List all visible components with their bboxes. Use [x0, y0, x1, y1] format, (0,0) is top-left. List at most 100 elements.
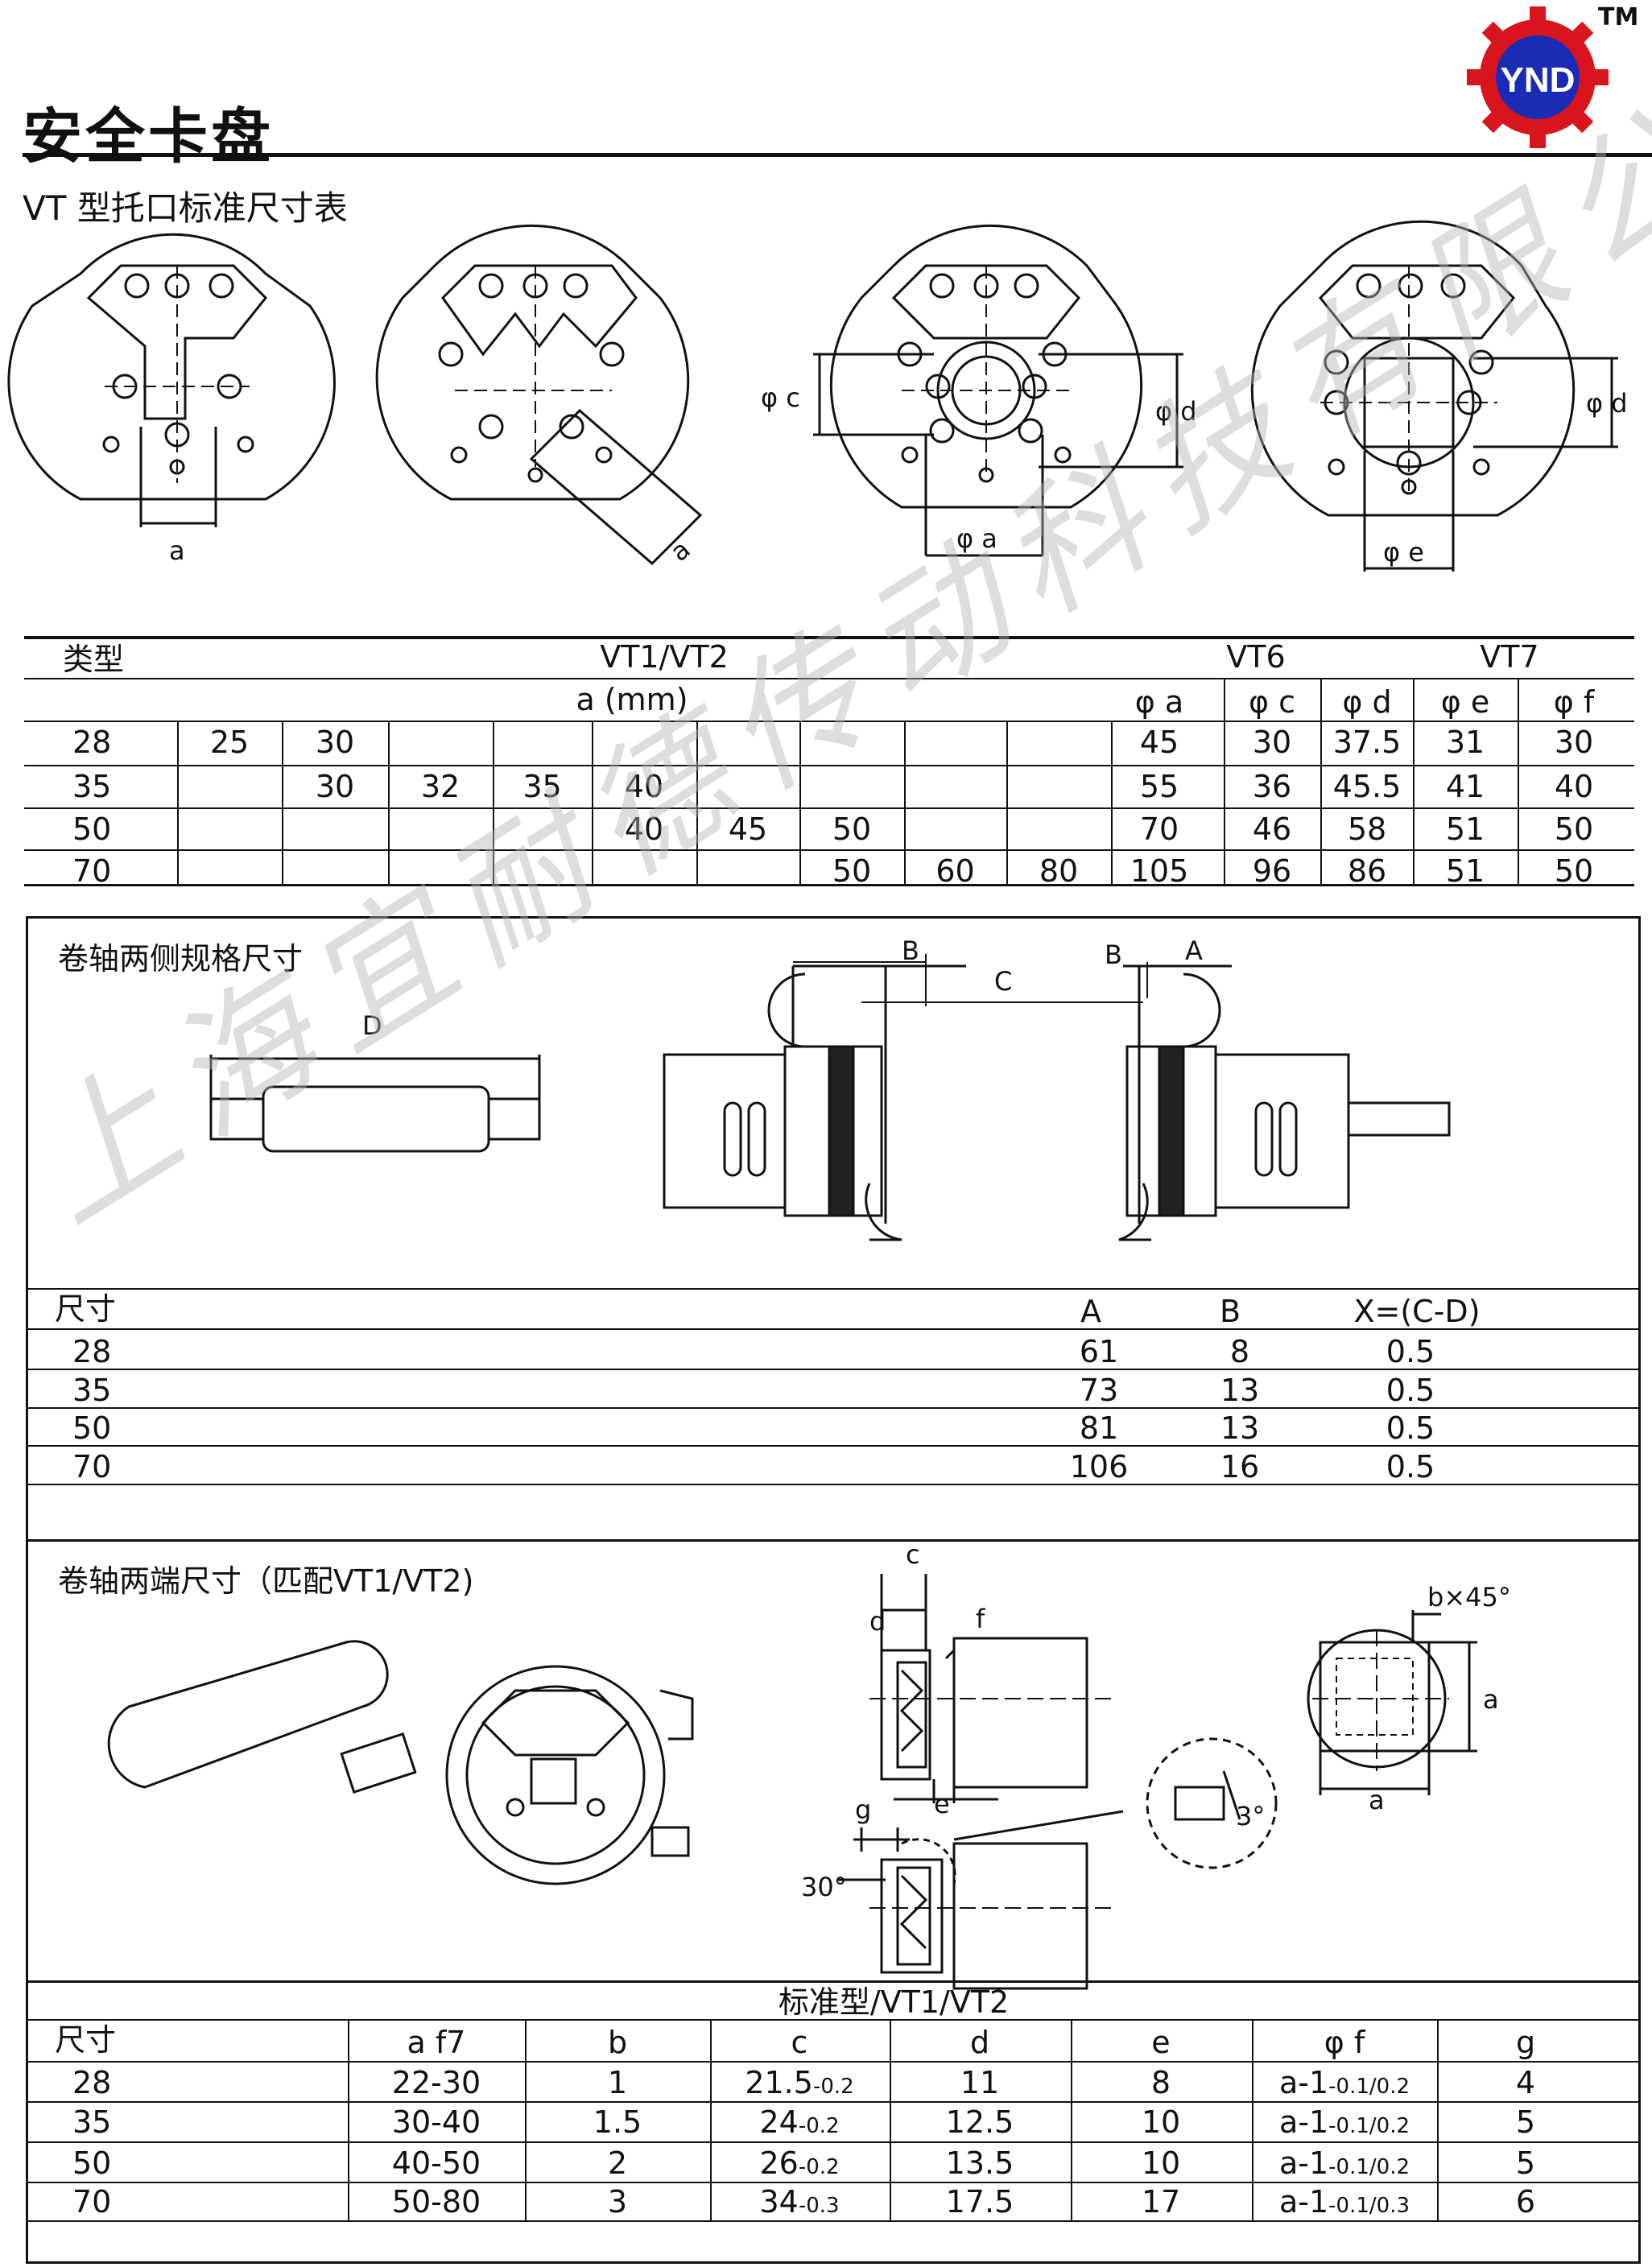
vt-dim-cell: 37.5	[1332, 725, 1402, 760]
dim-label-a-square-bottom: a	[1369, 1785, 1385, 1815]
side-size-cell: 50	[72, 1410, 112, 1446]
end-size-cell: 35	[72, 2104, 112, 2140]
vt-rule	[24, 636, 1634, 639]
vt-dim-cell: 30	[1554, 725, 1594, 760]
vt-rule	[24, 849, 1634, 851]
vt-col-rule	[799, 721, 801, 884]
vt-col-rule	[282, 721, 283, 884]
shaft-end-side-drawing	[869, 1574, 1111, 1803]
side-size-cell: 28	[72, 1334, 112, 1369]
vt-col-rule	[592, 721, 593, 884]
end-col-rule	[348, 2019, 349, 2220]
end-d-cell: 13.5	[945, 2145, 1014, 2181]
vt-col-rule	[388, 721, 390, 884]
end-a-cell: 40-50	[391, 2145, 481, 2181]
vt-col-rule	[1006, 721, 1008, 884]
side-rule	[26, 1407, 1641, 1409]
end-col-rule	[710, 2019, 712, 2220]
vt-col-header: φ e	[1440, 684, 1490, 720]
dim-label-D: D	[362, 1010, 382, 1041]
side-section-title: 卷轴两侧规格尺寸	[58, 941, 304, 977]
vt-col-rule	[696, 721, 698, 884]
end-f-value: a-1	[1278, 2104, 1329, 2140]
end-col-header: g	[1515, 2025, 1536, 2060]
jaw-view-3	[813, 224, 1183, 557]
page-title: 安全卡盘	[23, 102, 274, 171]
end-col-header: d	[969, 2025, 990, 2060]
vt-col-rule	[177, 721, 179, 884]
jaw-view-1	[7, 233, 336, 527]
shaft-end-detail-drawing	[837, 1810, 1124, 1990]
vt-dim-cell: 96	[1252, 853, 1292, 889]
vt-size-cell: 35	[72, 769, 112, 804]
end-rule	[26, 2061, 1641, 2063]
dim-label-3deg: 3°	[1236, 1801, 1266, 1831]
end-f-value: a-1	[1278, 2145, 1329, 2181]
end-b-cell: 2	[607, 2145, 628, 2181]
vt-dim-cell: 46	[1252, 811, 1292, 847]
vt-dim-cell: 86	[1347, 853, 1387, 889]
end-e-cell: 17	[1141, 2184, 1181, 2220]
roller-drawing	[209, 1055, 541, 1153]
end-f-cell: a-1-0.1/0.2	[1279, 2067, 1410, 2098]
end-col-rule	[1071, 2019, 1072, 2220]
end-a-cell: 50-80	[391, 2184, 481, 2220]
side-rule	[26, 1484, 1641, 1485]
logo-text: YND	[1501, 60, 1576, 100]
end-b-cell: 1.5	[593, 2104, 642, 2140]
side-rule	[26, 1369, 1641, 1370]
vt-col-rule	[1413, 678, 1415, 884]
dim-label-phia: φ a	[956, 523, 997, 554]
end-c-cell: 24-0.2	[759, 2107, 839, 2137]
end-c-cell: 21.5-0.2	[745, 2067, 853, 2098]
end-g-cell: 5	[1515, 2145, 1536, 2181]
side-col-B: B	[1219, 1294, 1241, 1329]
dim-label-phie: φ e	[1383, 537, 1424, 568]
chuck-perspective-drawing	[445, 1665, 694, 1885]
side-col-size: 尺寸	[55, 1291, 117, 1327]
vt-dim-cell: 55	[1139, 769, 1179, 804]
end-section-title: 卷轴两端尺寸（匹配VT1/VT2)	[58, 1563, 474, 1599]
dim-label-phid-4: φ d	[1586, 388, 1628, 419]
vt-dim-cell: 45.5	[1332, 769, 1402, 804]
side-A-cell: 106	[1069, 1449, 1129, 1484]
end-rule	[26, 2220, 1641, 2222]
side-rule	[26, 1288, 1641, 1290]
side-size-cell: 70	[72, 1449, 112, 1484]
vt-a-cell: 40	[624, 811, 664, 847]
vt-a-cell: 80	[1039, 853, 1079, 889]
end-col-rule	[1252, 2019, 1253, 2220]
end-e-cell: 10	[1141, 2104, 1181, 2140]
vt-col-header: φ f	[1553, 684, 1595, 720]
vt-rule	[24, 884, 1634, 886]
dim-label-d: d	[869, 1606, 886, 1637]
vt-dim-cell: 30	[1252, 725, 1292, 760]
dim-label-bx45: b×45°	[1427, 1582, 1511, 1613]
page-subtitle: VT 型托口标准尺寸表	[23, 188, 348, 228]
end-g-cell: 6	[1515, 2184, 1536, 2220]
vt-a-cell: 30	[315, 769, 355, 804]
end-a-cell: 22-30	[391, 2065, 481, 2100]
end-g-cell: 4	[1515, 2065, 1536, 2100]
vt-col-rule	[1224, 678, 1225, 884]
end-c-value: 21.5	[745, 2065, 813, 2100]
end-e-cell: 8	[1150, 2065, 1171, 2100]
vt-a-cell: 50	[832, 853, 872, 889]
shaft-perspective-drawing	[107, 1640, 417, 1794]
chuck-left-drawing	[663, 964, 966, 1241]
end-c-cell: 34-0.3	[759, 2186, 839, 2217]
title-rule	[23, 153, 1652, 157]
end-c-tolerance: -0.2	[798, 2114, 840, 2138]
vt-rule	[24, 765, 1634, 766]
jaw-view-4	[1250, 220, 1618, 572]
end-size-cell: 50	[72, 2145, 112, 2181]
vt-dim-cell: 105	[1130, 853, 1189, 889]
vt-col-rule	[1320, 678, 1322, 884]
end-f-tolerance: -0.1/0.3	[1328, 2194, 1410, 2218]
end-c-tolerance: -0.2	[812, 2075, 854, 2099]
vt-group-vt7: VT7	[1480, 639, 1539, 675]
end-d-cell: 11	[960, 2065, 1000, 2100]
end-c-value: 24	[759, 2104, 799, 2140]
end-col-rule	[525, 2019, 527, 2220]
